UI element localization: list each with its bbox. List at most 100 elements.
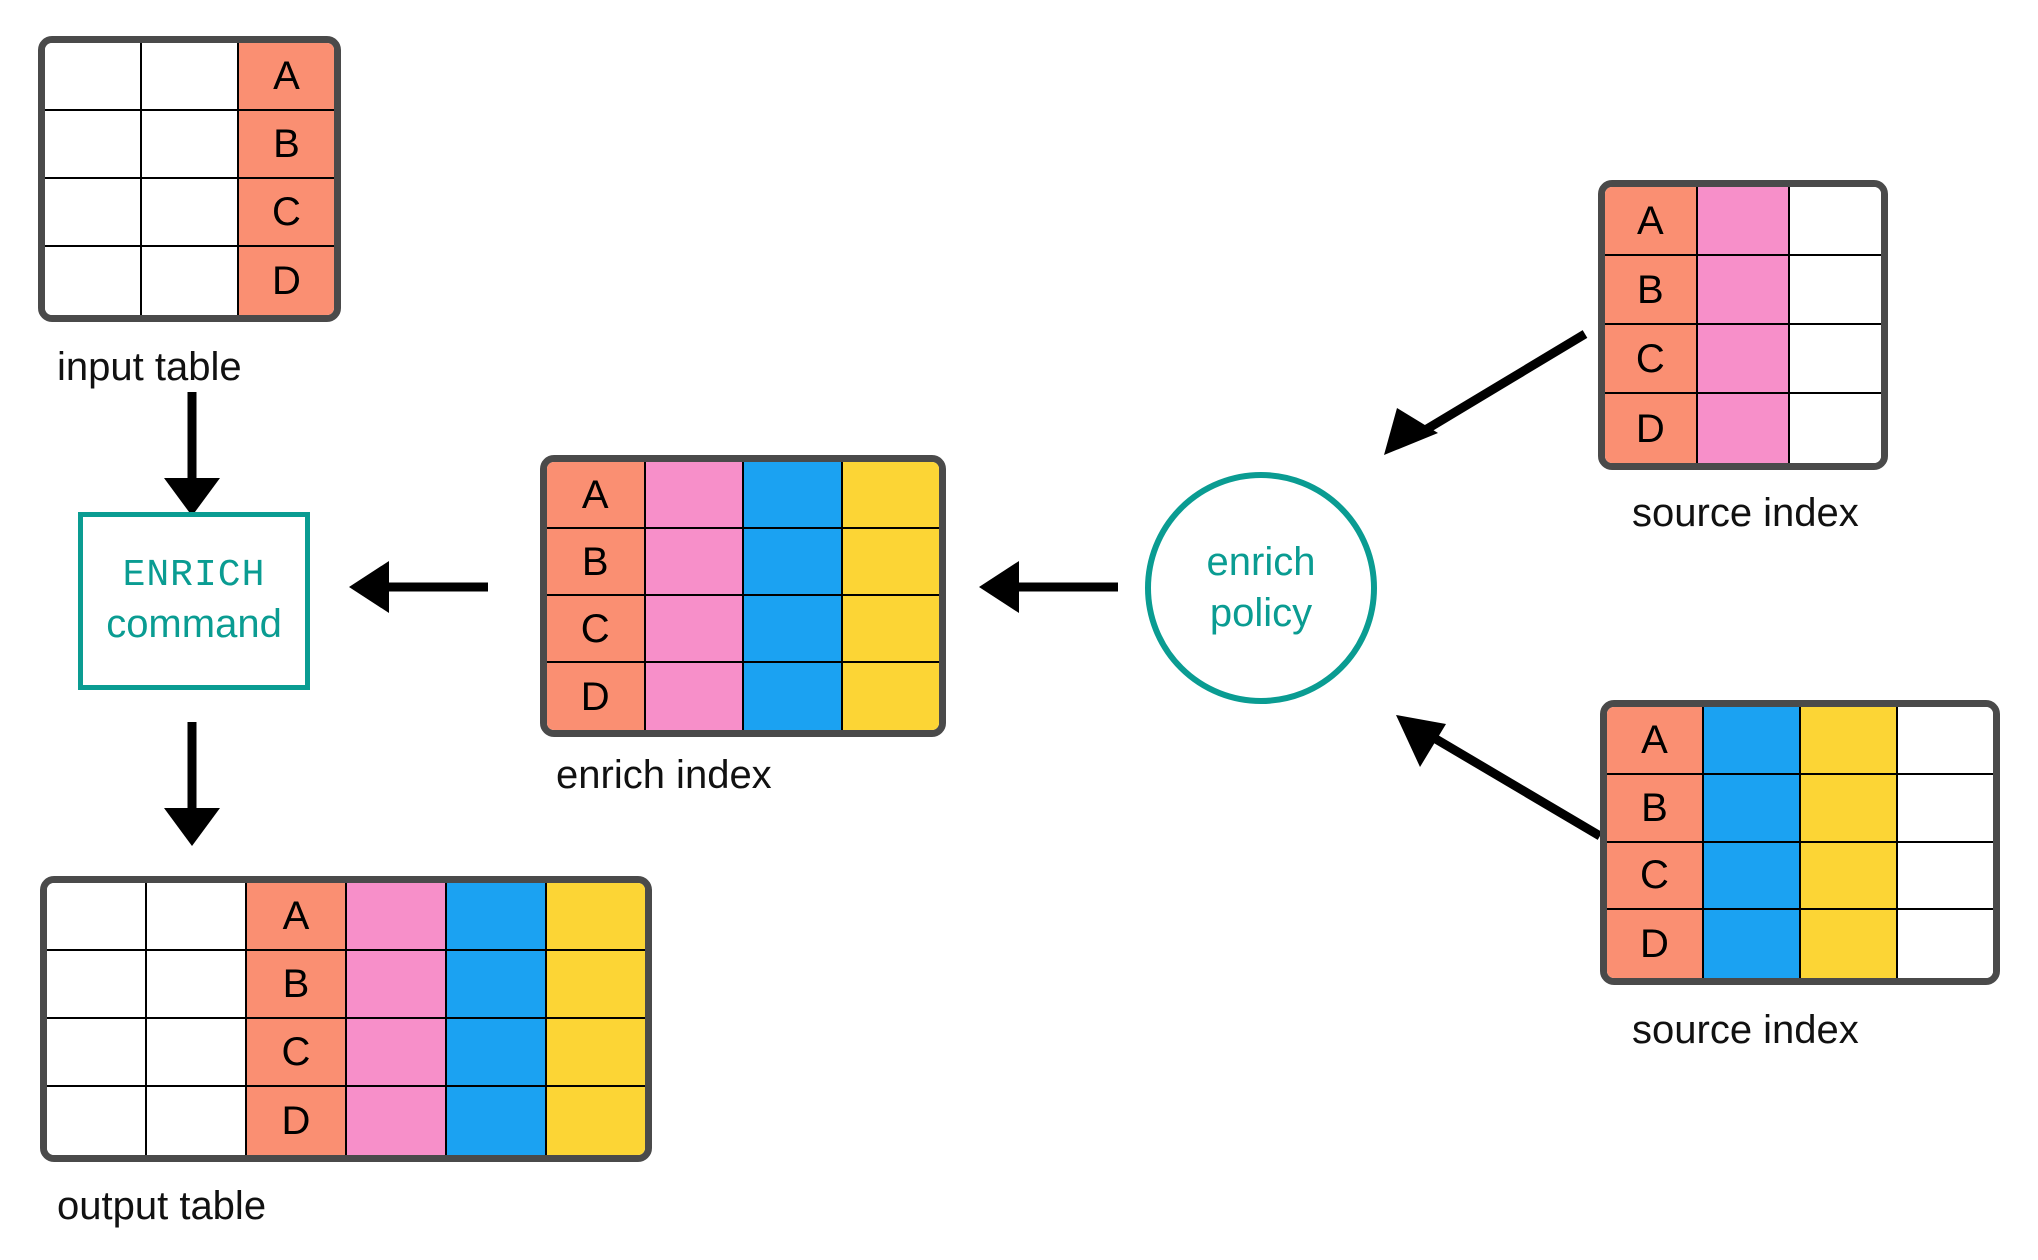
table-cell-key: D bbox=[547, 663, 646, 730]
table-cell bbox=[45, 179, 142, 247]
table-row: B bbox=[547, 529, 939, 596]
table-cell bbox=[645, 663, 744, 730]
table-row: B bbox=[1607, 774, 1993, 843]
table-cell-key: A bbox=[1605, 187, 1698, 256]
table-cell bbox=[47, 883, 147, 951]
table-row: A bbox=[1607, 707, 1993, 775]
table-row: A bbox=[47, 883, 645, 951]
enrich-command-word: command bbox=[106, 601, 282, 646]
table-cell bbox=[1697, 394, 1791, 463]
table-cell bbox=[547, 1019, 645, 1087]
table-cell bbox=[1898, 910, 1993, 978]
table-cell bbox=[47, 1019, 147, 1087]
table-cell bbox=[142, 43, 239, 111]
table-row: C bbox=[1605, 325, 1881, 394]
enrich-policy-line2: policy bbox=[1209, 591, 1313, 635]
table-cell bbox=[744, 529, 843, 596]
output-table-caption: output table bbox=[57, 1184, 267, 1228]
table-row: D bbox=[45, 247, 334, 315]
table-cell-key: C bbox=[1605, 325, 1698, 394]
table-cell bbox=[744, 596, 843, 663]
enrich-policy-line1: enrich bbox=[1206, 539, 1316, 584]
table-cell bbox=[142, 111, 239, 179]
table-cell bbox=[47, 951, 147, 1019]
table-cell-key: B bbox=[1607, 774, 1704, 843]
table-row: B bbox=[45, 111, 334, 179]
table-row: B bbox=[47, 951, 645, 1019]
table-cell bbox=[645, 596, 744, 663]
table-cell-key: D bbox=[1605, 394, 1698, 463]
enrich-policy-circle[interactable]: enrich policy bbox=[1145, 472, 1377, 704]
table-cell-key: B bbox=[1605, 256, 1698, 325]
table-row: C bbox=[1607, 842, 1993, 911]
table-cell bbox=[347, 951, 447, 1019]
source-index-bottom-table: A B C D bbox=[1600, 700, 2000, 985]
table-row: A bbox=[547, 462, 939, 529]
table-row: C bbox=[47, 1019, 645, 1087]
table-cell-key: B bbox=[239, 111, 334, 179]
table-cell bbox=[142, 179, 239, 247]
arrow-index-to-command bbox=[349, 561, 488, 613]
table-cell bbox=[447, 883, 547, 951]
table-cell bbox=[47, 1087, 147, 1155]
table-cell-key: B bbox=[547, 529, 646, 596]
enrich-index-table: A B C D bbox=[540, 455, 946, 737]
table-row: B bbox=[1605, 256, 1881, 325]
arrow-input-to-command bbox=[164, 392, 220, 516]
table-row: D bbox=[47, 1087, 645, 1155]
table-cell-key: C bbox=[239, 179, 334, 247]
table-row: A bbox=[1605, 187, 1881, 256]
table-cell bbox=[1697, 325, 1791, 394]
table-cell bbox=[1898, 774, 1993, 843]
table-cell bbox=[45, 43, 142, 111]
arrow-source-bottom-to-policy bbox=[1396, 715, 1603, 840]
table-row: C bbox=[45, 179, 334, 247]
table-cell bbox=[447, 951, 547, 1019]
table-cell bbox=[645, 529, 744, 596]
table-cell bbox=[1898, 707, 1993, 775]
table-cell bbox=[547, 1087, 645, 1155]
table-cell bbox=[1697, 187, 1791, 256]
table-cell bbox=[1790, 187, 1881, 256]
table-row: C bbox=[547, 596, 939, 663]
table-cell bbox=[1790, 394, 1881, 463]
table-cell bbox=[147, 1087, 247, 1155]
table-cell bbox=[142, 247, 239, 315]
source-index-top-table: A B C D bbox=[1598, 180, 1888, 470]
table-cell bbox=[147, 883, 247, 951]
table-cell bbox=[1704, 910, 1801, 978]
table-cell bbox=[842, 663, 939, 730]
arrow-source-top-to-policy bbox=[1384, 330, 1588, 455]
table-cell-key: D bbox=[1607, 910, 1704, 978]
table-cell-key: B bbox=[247, 951, 347, 1019]
table-cell bbox=[547, 883, 645, 951]
enrich-command-keyword: ENRICH bbox=[122, 554, 266, 598]
source-index-bottom-caption: source index bbox=[1632, 1008, 1859, 1052]
table-cell bbox=[45, 247, 142, 315]
enrich-command-box[interactable]: ENRICH command bbox=[78, 512, 310, 690]
table-cell bbox=[1697, 256, 1791, 325]
table-cell bbox=[1801, 774, 1898, 843]
table-cell bbox=[447, 1087, 547, 1155]
table-cell bbox=[1704, 842, 1801, 911]
table-row: D bbox=[547, 663, 939, 730]
table-row: D bbox=[1605, 394, 1881, 463]
source-index-top-caption: source index bbox=[1632, 491, 1859, 535]
table-cell bbox=[1704, 774, 1801, 843]
table-cell bbox=[1801, 707, 1898, 775]
enrich-index-caption: enrich index bbox=[556, 753, 772, 797]
table-cell bbox=[1801, 842, 1898, 911]
table-cell-key: A bbox=[239, 43, 334, 111]
table-cell bbox=[1801, 910, 1898, 978]
table-cell bbox=[1790, 256, 1881, 325]
table-row: A bbox=[45, 43, 334, 111]
arrow-command-to-output bbox=[164, 722, 220, 846]
table-cell bbox=[842, 596, 939, 663]
table-cell bbox=[547, 951, 645, 1019]
table-cell-key: A bbox=[547, 462, 646, 529]
table-cell bbox=[347, 1019, 447, 1087]
table-cell-key: D bbox=[247, 1087, 347, 1155]
table-cell-key: C bbox=[247, 1019, 347, 1087]
output-table: A B C D bbox=[40, 876, 652, 1162]
